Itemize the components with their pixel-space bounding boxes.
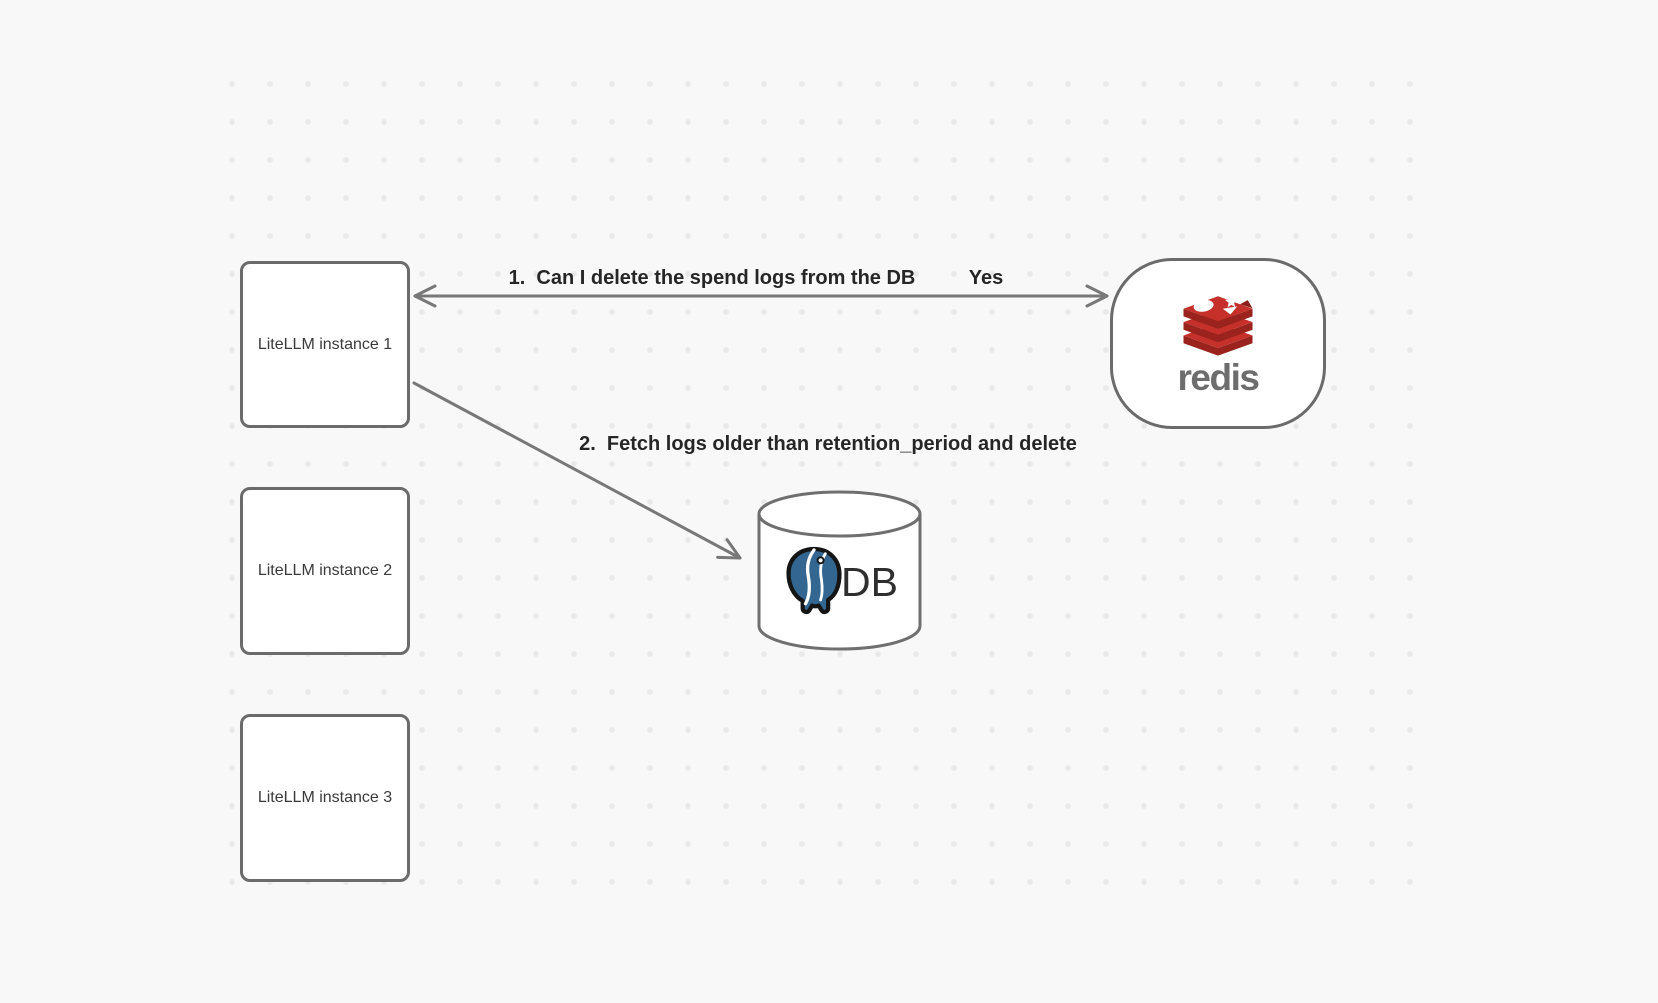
edge-1-response-label: Yes [968,267,1004,289]
edge-1-label: 1. Can I delete the spend logs from the … [508,267,916,289]
node-litellm-instance-2: LiteLLM instance 2 [240,487,410,655]
node-database: DB [757,489,922,652]
database-content: DB [757,545,922,619]
postgresql-elephant [786,546,842,615]
node-redis: redis [1110,258,1326,429]
node-label: LiteLLM instance 3 [257,789,393,806]
redis-logo-icon [1183,294,1253,356]
postgresql-logo-icon [786,546,842,615]
node-label: LiteLLM instance 1 [257,335,393,353]
node-label: LiteLLM instance 2 [257,562,393,579]
database-label: DB [841,558,898,605]
node-litellm-instance-3: LiteLLM instance 3 [240,714,410,882]
edge-2-label: 2. Fetch logs older than retention_perio… [579,433,1077,455]
redis-logo-shapes [1183,294,1253,356]
node-litellm-instance-1: LiteLLM instance 1 [240,261,410,428]
redis-wordmark: redis [1177,356,1260,398]
